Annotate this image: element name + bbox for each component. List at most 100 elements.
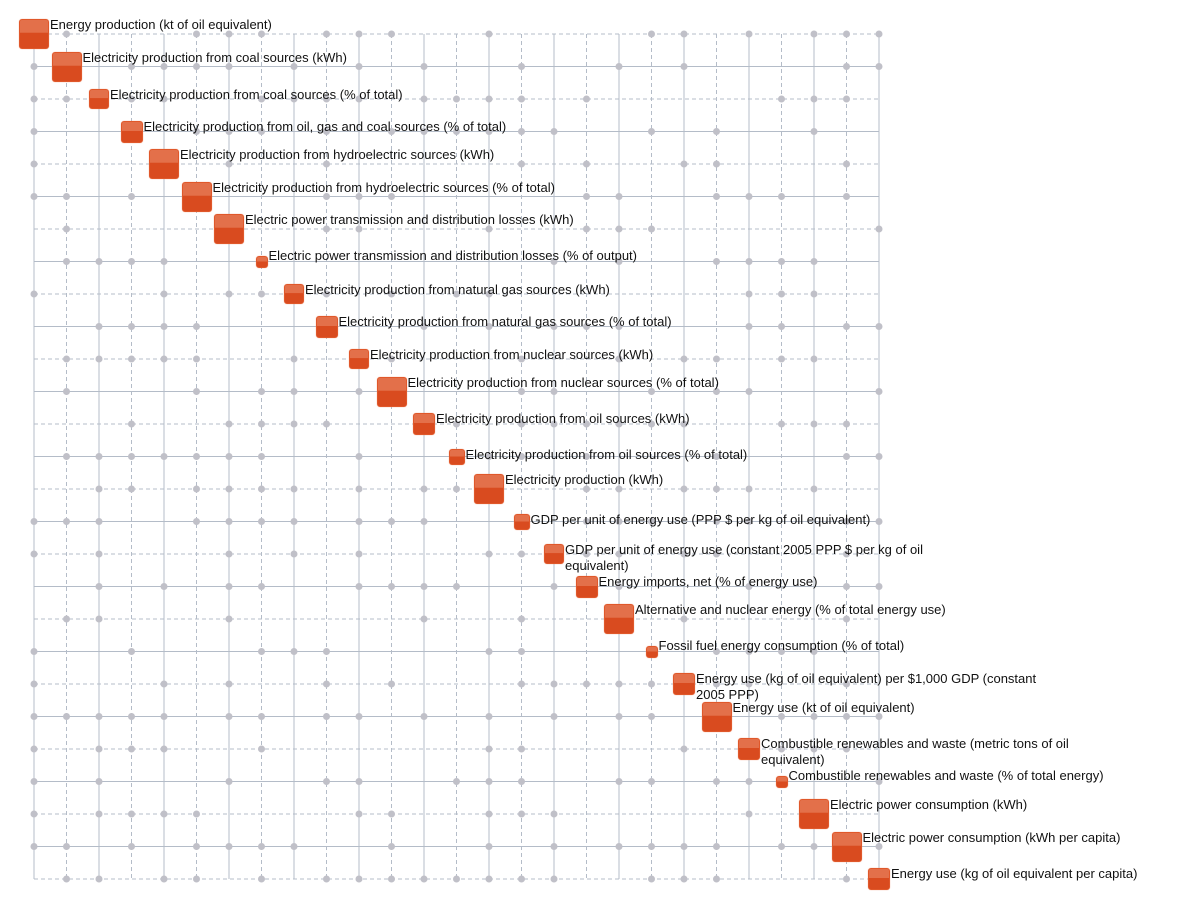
connection-dot [745, 583, 753, 590]
variable-node[interactable] [181, 181, 212, 212]
connection-dot [30, 778, 38, 785]
connection-dot [355, 453, 363, 460]
connection-dot [550, 258, 558, 265]
connection-dot [583, 225, 590, 233]
variable-node[interactable] [19, 19, 49, 49]
variable-label: Electricity production from coal sources… [82, 49, 347, 65]
connection-dot [615, 583, 623, 590]
variable-label: Fossil fuel energy consumption (% of tot… [658, 637, 905, 653]
connection-dot [485, 290, 493, 298]
connection-dot [323, 30, 330, 38]
connection-dot [225, 420, 233, 428]
connection-dot [63, 713, 70, 720]
connection-dot [193, 453, 200, 460]
connection-dot [193, 355, 200, 363]
connection-dot [95, 615, 103, 623]
connection-dot [225, 128, 233, 135]
variable-node[interactable] [51, 51, 82, 82]
variable-node[interactable] [868, 868, 890, 890]
variable-node[interactable] [673, 673, 695, 695]
connection-dot [128, 63, 135, 70]
variable-node[interactable] [214, 214, 244, 244]
variable-node[interactable] [89, 89, 109, 109]
connection-dot [258, 875, 265, 883]
connection-dot [323, 128, 330, 135]
connection-dot [453, 485, 460, 493]
variable-node[interactable] [831, 831, 862, 862]
connection-dot [160, 583, 168, 590]
connection-dot [258, 30, 265, 38]
variable-node[interactable] [149, 149, 179, 179]
connection-dot [323, 290, 330, 298]
connection-dot [615, 193, 623, 200]
connection-dot [713, 160, 720, 168]
connection-dot [95, 778, 103, 785]
connection-dot [485, 550, 493, 558]
connection-dot [323, 95, 330, 103]
connection-dot [843, 453, 850, 460]
variable-node[interactable] [799, 799, 829, 829]
connection-dot [388, 680, 395, 688]
connection-dot [95, 745, 103, 753]
connection-dot [128, 485, 135, 493]
variable-label: Electricity production from nuclear sour… [407, 374, 719, 390]
connection-dot [128, 193, 135, 200]
connection-dot [778, 420, 785, 428]
connection-dot [713, 648, 720, 655]
connection-dot [875, 778, 883, 785]
connection-dot [518, 128, 525, 135]
connection-dot [843, 713, 850, 720]
variable-label: Alternative and nuclear energy (% of tot… [635, 602, 946, 617]
connection-dot [355, 30, 363, 38]
connection-dot [30, 128, 38, 135]
connection-dot [518, 550, 525, 558]
variable-node[interactable] [775, 775, 788, 788]
variable-node[interactable] [120, 120, 143, 143]
connection-dot [388, 810, 395, 818]
variable-node[interactable] [315, 315, 338, 338]
variable-node[interactable] [645, 645, 658, 658]
connection-dot [420, 323, 428, 330]
variable-node[interactable] [376, 376, 407, 407]
connection-dot [648, 875, 655, 883]
variable-node[interactable] [738, 738, 760, 760]
connection-dot [225, 160, 233, 168]
connection-dot [355, 225, 363, 233]
connection-dot [843, 745, 850, 753]
connection-dot [713, 453, 720, 460]
variable-node[interactable] [604, 604, 634, 634]
connection-dot [778, 745, 785, 753]
variable-node[interactable] [255, 255, 268, 268]
variable-label: GDP per unit of energy use (PPP $ per kg… [530, 511, 871, 527]
connection-dot [485, 323, 493, 330]
connection-dot [843, 160, 850, 168]
connection-dot [550, 323, 558, 330]
connection-dot [290, 550, 298, 558]
connection-dot [388, 518, 395, 525]
variable-label: Electric power consumption (kWh) [830, 797, 1028, 812]
variable-node[interactable] [474, 474, 504, 504]
connection-dot [95, 518, 103, 525]
connection-dot [258, 95, 265, 103]
connection-dot [583, 680, 590, 688]
connection-dot [30, 843, 38, 850]
variable-node[interactable] [413, 413, 435, 435]
connection-dot [355, 193, 363, 200]
connection-dot [95, 355, 103, 363]
variable-label: Combustible renewables and waste (metric… [761, 736, 1069, 767]
connection-dot [810, 745, 818, 753]
connection-dot [713, 778, 720, 785]
variable-node[interactable] [349, 349, 369, 369]
variable-node[interactable] [701, 701, 732, 732]
variable-node[interactable] [513, 513, 530, 530]
connection-dot [290, 63, 298, 70]
connection-dot [63, 95, 70, 103]
connection-dot [680, 160, 688, 168]
variable-node[interactable] [448, 448, 465, 465]
connection-dot [485, 875, 493, 883]
variable-node[interactable] [544, 544, 564, 564]
variable-label: GDP per unit of energy use (constant 200… [565, 542, 923, 573]
variable-node[interactable] [284, 284, 304, 304]
connection-dot [810, 420, 818, 428]
variable-node[interactable] [575, 575, 598, 598]
